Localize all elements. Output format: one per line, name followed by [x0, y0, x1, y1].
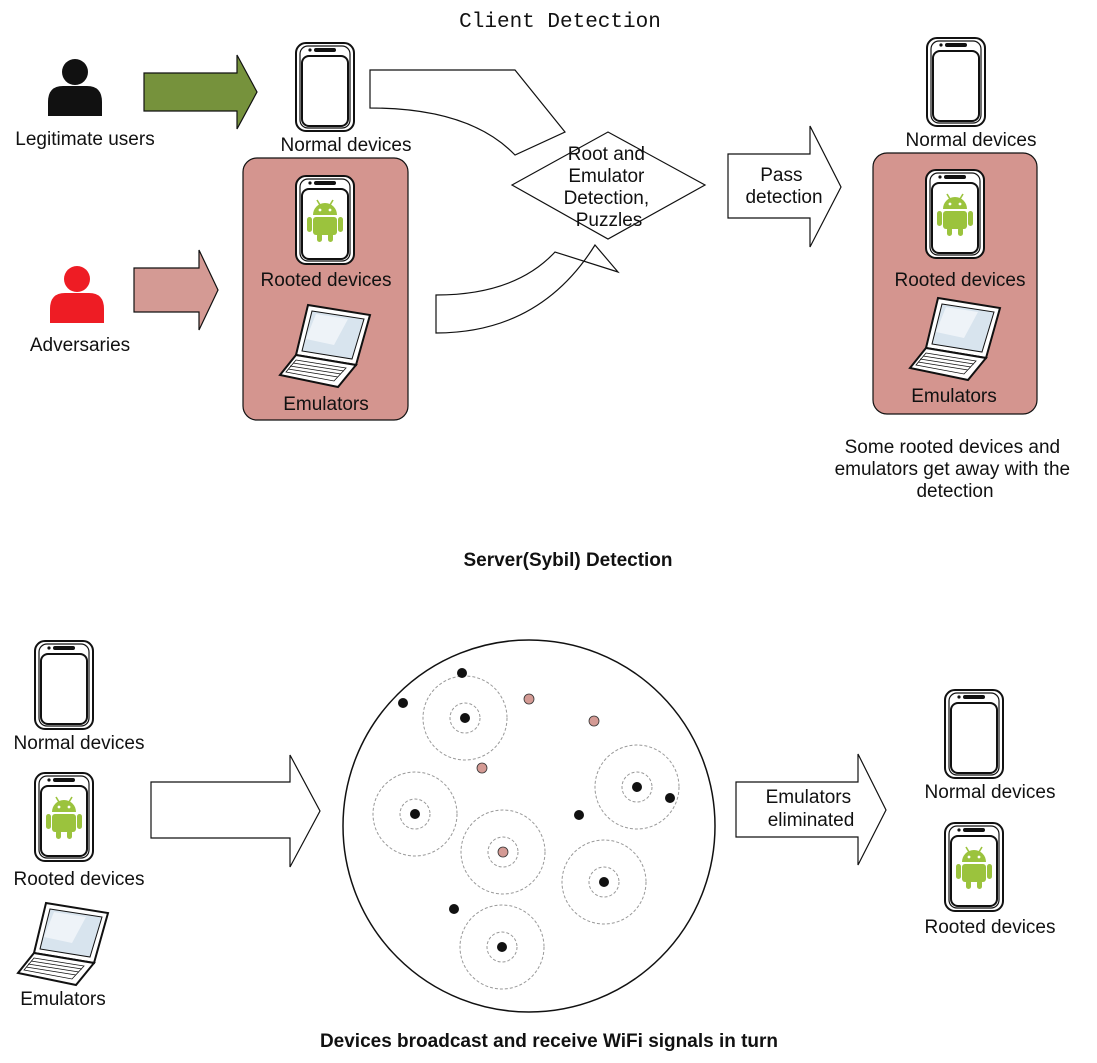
- device-dot: [410, 809, 420, 819]
- escape-note: Some rooted devices and emulators get aw…: [835, 437, 1076, 502]
- adversary-to-detection-arrow: [435, 243, 620, 334]
- device-dot: [497, 942, 507, 952]
- device-dot: [599, 877, 609, 887]
- legitimate-users-label: Legitimate users: [15, 129, 154, 150]
- server-normal-devices-label: Normal devices: [14, 733, 145, 754]
- suspicious-device-dot: [588, 715, 600, 727]
- wifi-caption: Devices broadcast and receive WiFi signa…: [320, 1031, 778, 1052]
- pass-detection-arrow: [727, 125, 842, 248]
- root-emulator-detection-node: [510, 131, 707, 240]
- normal-devices-label: Normal devices: [281, 135, 412, 156]
- server-rooted-devices-label: Rooted devices: [14, 869, 145, 890]
- server-emulators-label: Emulators: [20, 989, 106, 1010]
- phone-icon: [34, 640, 94, 730]
- suspicious-device-dot: [497, 846, 509, 858]
- phone-icon: [944, 689, 1004, 779]
- suspicious-device-dot: [476, 762, 488, 774]
- device-dot: [449, 904, 459, 914]
- device-dot: [574, 810, 584, 820]
- device-dot: [460, 713, 470, 723]
- device-dot: [632, 782, 642, 792]
- client-detection-title: Client Detection: [459, 11, 661, 34]
- emulators-label: Emulators: [283, 394, 369, 415]
- result-adversary-box: [872, 152, 1038, 415]
- legitimate-user-icon: [48, 59, 102, 116]
- device-dot: [457, 668, 467, 678]
- device-dot: [665, 793, 675, 803]
- emulators-eliminated-text: Emulators eliminated: [766, 787, 857, 831]
- legitimate-arrow: [143, 54, 258, 130]
- devices-dots: [398, 668, 675, 952]
- server-result-rooted-label: Rooted devices: [925, 917, 1056, 938]
- pass-detection-text: Pass detection: [745, 165, 822, 208]
- laptop-icon: [17, 902, 109, 986]
- adversary-device-box: [242, 157, 409, 421]
- phone-icon: [295, 42, 355, 132]
- device-dot: [398, 698, 408, 708]
- adversary-arrow: [133, 249, 219, 331]
- result-rooted-devices-label: Rooted devices: [895, 270, 1026, 291]
- result-emulators-label: Emulators: [911, 386, 997, 407]
- normal-to-detection-arrow: [369, 69, 566, 156]
- devices-to-field-arrow: [150, 754, 321, 868]
- adversary-icon: [50, 266, 104, 323]
- server-detection-title: Server(Sybil) Detection: [463, 550, 672, 571]
- detection-text: Root and Emulator Detection, Puzzles: [564, 144, 655, 231]
- server-result-normal-label: Normal devices: [925, 782, 1056, 803]
- phone-icon: [926, 37, 986, 127]
- suspicious-device-dot: [523, 693, 535, 705]
- emulators-eliminated-arrow: [735, 753, 887, 866]
- result-normal-devices-label: Normal devices: [906, 130, 1037, 151]
- rooted-devices-label: Rooted devices: [261, 270, 392, 291]
- adversaries-label: Adversaries: [30, 335, 130, 356]
- wifi-field-circle: [342, 639, 716, 1013]
